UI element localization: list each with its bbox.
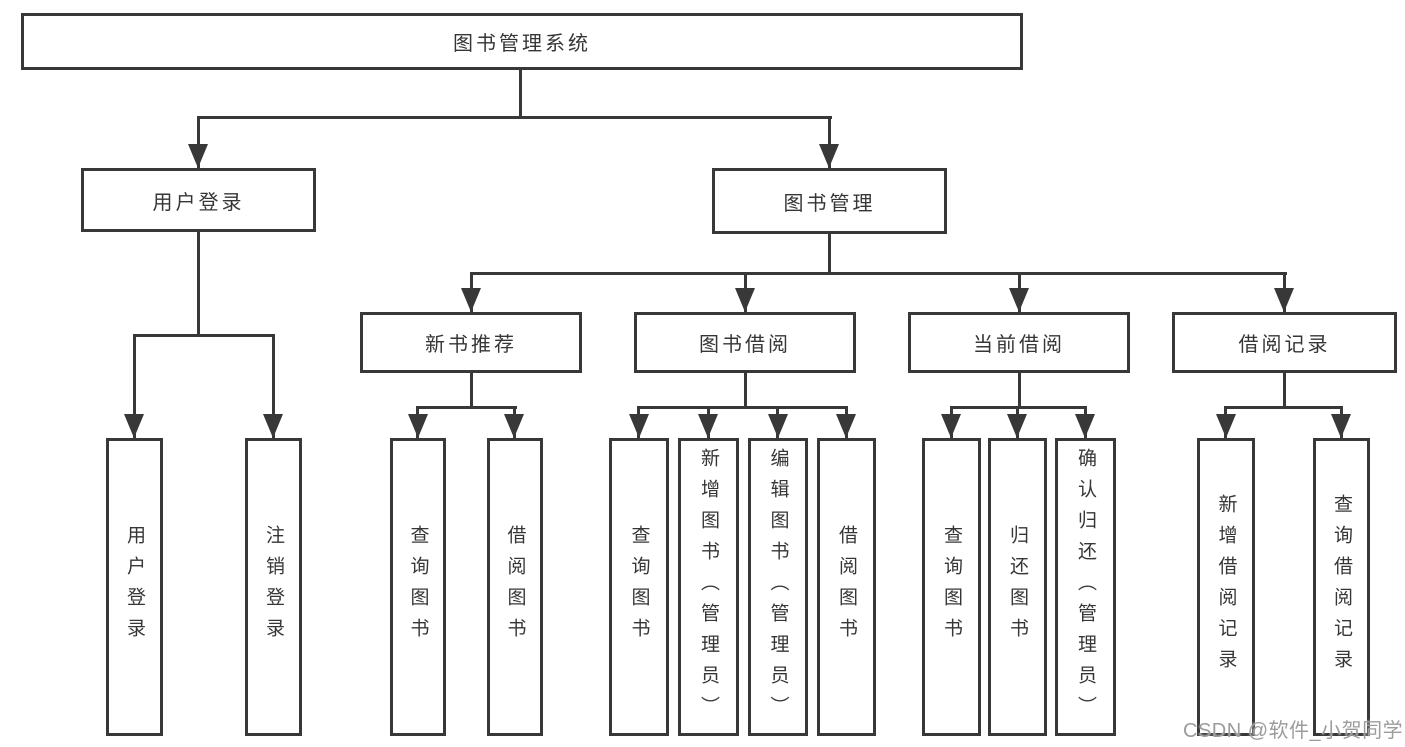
arrow-down-icon	[836, 414, 856, 438]
leaf-query-books: 查询图书	[922, 438, 981, 736]
connector-line	[828, 232, 831, 275]
leaf-query-books: 查询图书	[609, 438, 669, 736]
leaf-add-borrowing-record: 新增借阅记录	[1197, 438, 1255, 736]
arrow-down-icon	[1009, 288, 1029, 312]
csdn-watermark: CSDN @软件_小贺同学	[1183, 720, 1404, 742]
arrow-down-icon	[461, 288, 481, 312]
arrow-down-icon	[698, 414, 718, 438]
arrow-down-icon	[188, 144, 208, 168]
node-new-book-recommendation: 新书推荐	[360, 312, 582, 373]
connector-line	[272, 334, 275, 438]
connector-rail	[1224, 406, 1343, 409]
connector-line	[744, 371, 747, 409]
leaf-return-book: 归还图书	[988, 438, 1047, 736]
node-book-management: 图书管理	[712, 168, 947, 234]
leaf-logout: 注销登录	[245, 438, 302, 736]
arrow-down-icon	[504, 414, 524, 438]
node-library-management-system: 图书管理系统	[21, 13, 1023, 70]
connector-line	[197, 116, 200, 168]
connector-rail	[416, 406, 517, 409]
connector-rail	[197, 116, 832, 119]
leaf-borrow-books: 借阅图书	[487, 438, 543, 736]
leaf-user-login: 用户登录	[106, 438, 163, 736]
leaf-confirm-return-admin: 确认归还（管理员）	[1055, 438, 1116, 736]
leaf-borrow-books: 借阅图书	[817, 438, 876, 736]
node-user-login: 用户登录	[81, 168, 316, 232]
arrow-down-icon	[768, 414, 788, 438]
arrow-down-icon	[1274, 288, 1294, 312]
connector-line	[1283, 371, 1286, 409]
arrow-down-icon	[1331, 414, 1351, 438]
arrow-down-icon	[819, 144, 839, 168]
arrow-down-icon	[1075, 414, 1095, 438]
arrow-down-icon	[1216, 414, 1236, 438]
node-borrowing-records: 借阅记录	[1172, 312, 1397, 373]
arrow-down-icon	[629, 414, 649, 438]
arrow-down-icon	[941, 414, 961, 438]
connector-line	[828, 116, 831, 168]
arrow-down-icon	[263, 414, 283, 438]
node-current-borrowing: 当前借阅	[908, 312, 1130, 373]
arrow-down-icon	[1007, 414, 1027, 438]
connector-line	[1018, 371, 1021, 409]
connector-line	[197, 230, 200, 337]
leaf-edit-book-admin: 编辑图书（管理员）	[748, 438, 808, 736]
connector-line	[470, 371, 473, 409]
leaf-query-books: 查询图书	[390, 438, 446, 736]
node-book-borrowing: 图书借阅	[634, 312, 856, 373]
arrow-down-icon	[124, 414, 144, 438]
connector-line	[133, 334, 136, 438]
connector-rail	[470, 272, 1287, 275]
connector-line	[519, 69, 522, 119]
arrow-down-icon	[408, 414, 428, 438]
leaf-add-book-admin: 新增图书（管理员）	[678, 438, 739, 736]
leaf-query-borrowing-record: 查询借阅记录	[1313, 438, 1370, 736]
arrow-down-icon	[735, 288, 755, 312]
connector-rail	[637, 406, 848, 409]
connector-rail	[133, 334, 275, 337]
